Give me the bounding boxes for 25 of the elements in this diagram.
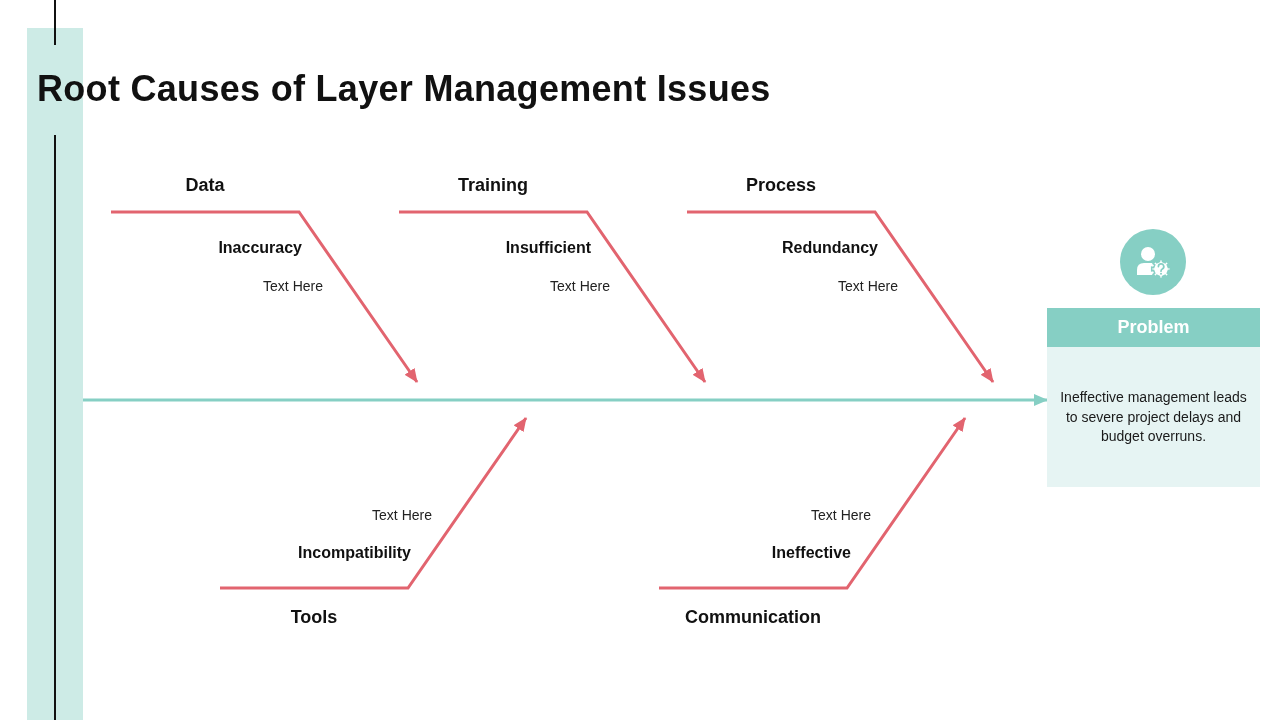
title: Root Causes of Layer Management Issues — [37, 68, 771, 110]
arrow — [83, 394, 1048, 406]
category-label: Tools — [290, 606, 338, 628]
note-text: Text Here — [372, 506, 432, 524]
note-text: Text Here — [838, 277, 898, 295]
category-label: Communication — [685, 606, 821, 628]
category-label: Process — [745, 174, 817, 196]
cause-label: Insufficient — [505, 238, 591, 258]
arrow — [111, 210, 419, 383]
note-text: Text Here — [550, 277, 610, 295]
category-label: Data — [185, 174, 225, 196]
note-text: Text Here — [811, 506, 871, 524]
panel-header: Problem — [1047, 308, 1260, 347]
cause-label: Ineffective — [771, 543, 851, 563]
problem-card — [1047, 308, 1260, 487]
problem-description: Ineffective management leads to severe project delays and budget overruns. — [1059, 388, 1248, 446]
cause-label: Redundancy — [782, 238, 878, 258]
arrow — [399, 210, 707, 383]
arrow — [687, 210, 995, 383]
arrow — [220, 417, 528, 590]
note-text: Text Here — [263, 277, 323, 295]
category-label: Training — [458, 174, 528, 196]
cause-label: Incompatibility — [298, 543, 411, 563]
arrow — [659, 417, 967, 590]
cause-label: Inaccuracy — [218, 238, 302, 258]
